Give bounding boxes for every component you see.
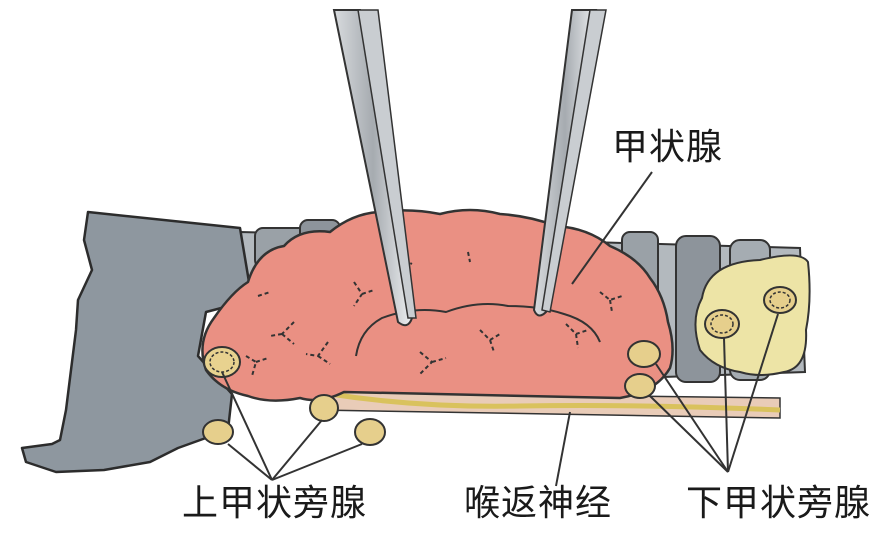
label-superior-parathyroid: 上甲状旁腺 <box>182 483 368 524</box>
inferior-parathyroid-2 <box>624 373 656 399</box>
leader-lower-3 <box>723 337 729 473</box>
leader-thyroid <box>571 171 653 285</box>
recurrent-laryngeal-nerve <box>329 391 781 413</box>
label-inferior-parathyroid: 下甲状旁腺 <box>686 483 872 524</box>
leader-lower-2 <box>649 395 729 473</box>
thyroid-vessels <box>245 251 623 377</box>
label-recurrent-laryngeal-nerve: 喉返神经 <box>464 483 613 524</box>
leader-upper-4 <box>271 443 363 481</box>
superior-parathyroid-2 <box>309 394 339 422</box>
label-thyroid: 甲状腺 <box>612 127 724 168</box>
inferior-parathyroid-3 <box>704 309 740 339</box>
superior-parathyroid-1 <box>202 419 234 445</box>
leader-lines <box>221 171 779 487</box>
leader-upper-1 <box>221 371 273 481</box>
leader-upper-3 <box>271 419 323 481</box>
forceps-right <box>532 9 607 317</box>
leader-upper-2 <box>227 443 273 481</box>
inferior-parathyroid-1 <box>627 340 661 368</box>
inferior-parathyroid-4 <box>763 286 797 314</box>
thyroid-inner-contour <box>355 303 601 357</box>
thyroid-cartilage <box>20 210 254 474</box>
leader-nerve <box>555 411 571 487</box>
forceps-left <box>332 9 417 327</box>
leader-lower-1 <box>655 363 729 473</box>
superior-parathyroid-3 <box>354 418 386 446</box>
leader-lower-4 <box>727 313 779 473</box>
